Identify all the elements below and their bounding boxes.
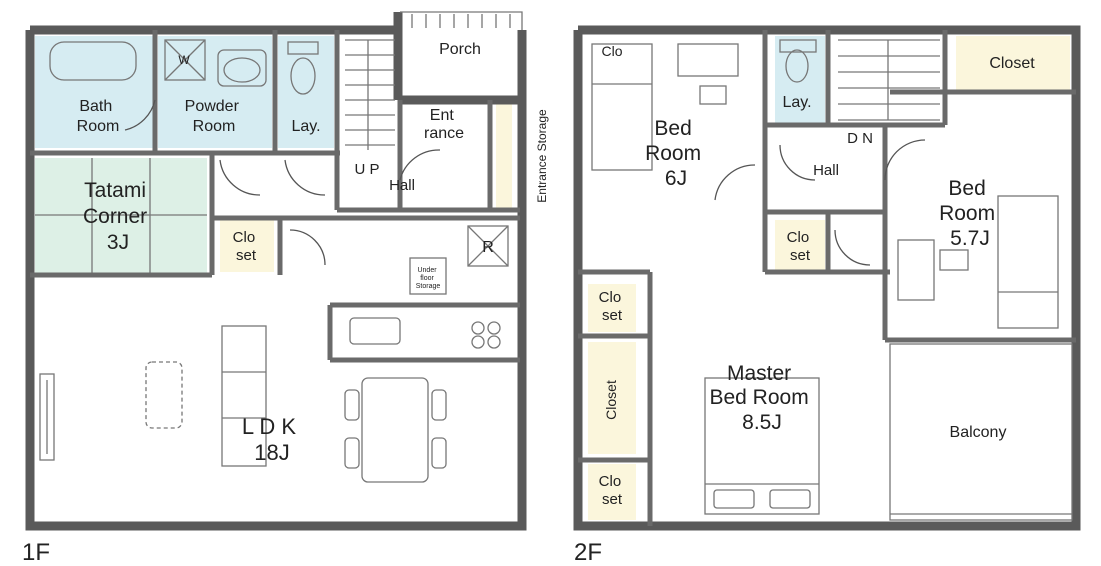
closet-label-top-left-a: Clo — [601, 43, 622, 59]
underfloor-storage-label: Under floor Storage — [416, 267, 441, 290]
entrance-label: Ent rance — [424, 107, 464, 142]
second-floor-stairs — [838, 39, 940, 121]
washer-mark: W — [178, 53, 190, 67]
fridge-label: R — [482, 239, 494, 256]
powder-room-area — [158, 36, 272, 148]
lavatory-label-2f: Lay. — [782, 94, 811, 111]
ldk-label: L D K 18J — [242, 414, 302, 465]
closet-left1-label: Clo set — [599, 289, 626, 324]
hall-label-2f: Hall — [813, 162, 839, 179]
master-bedroom-label: Master Bed Room 8.5J — [709, 362, 814, 434]
bath-room-label: Bath Room — [77, 98, 120, 135]
bath-room-area — [35, 36, 153, 148]
bedroom-57j-label: Bed Room 5.7J — [939, 177, 1001, 250]
closet-top-label: Closet — [989, 55, 1035, 72]
first-floor-stairs — [345, 39, 395, 150]
powder-room-label: Powder Room — [185, 98, 244, 135]
closet-left2-area — [588, 464, 636, 520]
first-floor: Bath Room W Powder Room Lay. Porch Ent r… — [22, 11, 549, 566]
first-floor-outer-wall — [25, 12, 527, 531]
bedroom-6j-label: Bed Room 6J — [645, 117, 707, 190]
entrance-storage-area — [496, 100, 512, 208]
balcony-label: Balcony — [950, 424, 1007, 441]
tatami-area — [35, 158, 207, 275]
closet-label-1f: Clo set — [233, 229, 260, 264]
second-floor-outer-wall — [573, 25, 1081, 531]
floor-2f-label: 2F — [574, 539, 602, 566]
hall-label-1f: Hall — [389, 177, 415, 194]
closet-long-label: Closet — [603, 380, 619, 420]
floor-1f-label: 1F — [22, 539, 50, 566]
closet-left2-label: Clo set — [599, 473, 626, 508]
entrance-storage-label: Entrance Storage — [535, 109, 549, 203]
tatami-label: Tatami Corner 3J — [83, 179, 153, 254]
lavatory-area — [278, 36, 334, 148]
lavatory-label-1f: Lay. — [291, 118, 320, 135]
closet-hall-area — [775, 220, 825, 272]
closet-left1-area — [588, 284, 636, 332]
closet-top-area — [956, 36, 1070, 90]
up-label: U P — [354, 161, 379, 178]
second-floor: Clo Bed Room 6J Lay. D N Hall Closet Bed… — [573, 25, 1081, 566]
closet-area — [220, 220, 274, 272]
dn-label: D N — [847, 130, 873, 147]
closet-long-area — [588, 342, 636, 454]
porch-label: Porch — [439, 41, 481, 58]
closet-hall-label: Clo set — [787, 229, 814, 264]
